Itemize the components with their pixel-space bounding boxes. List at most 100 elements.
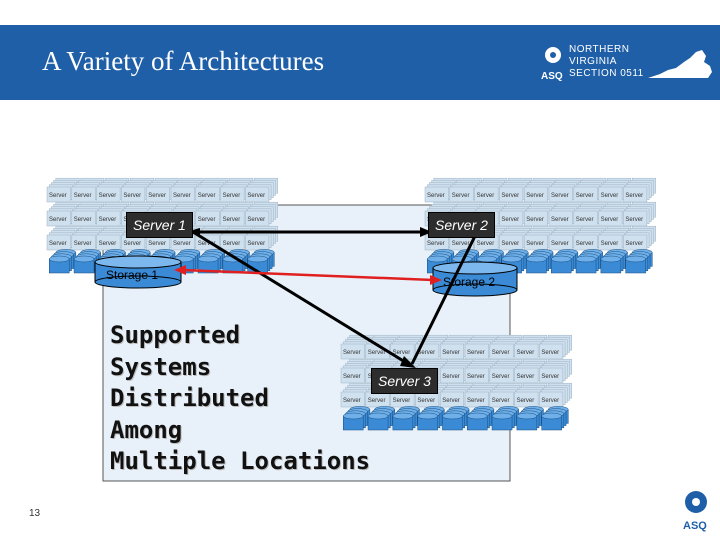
- storage-cylinder-top: [197, 255, 219, 263]
- storage-2-cylinder-base: [432, 283, 518, 297]
- storage-cylinder-top: [501, 255, 522, 263]
- bank-1-server-tile-label: Server: [49, 217, 67, 223]
- main-text-line: Multiple Locations: [110, 447, 371, 475]
- storage-cylinder-top: [541, 412, 562, 420]
- bank-1-server-tile-label: Server: [247, 193, 265, 199]
- bank-2-server-tile-label: Server: [625, 193, 643, 199]
- storage-cylinder-top: [491, 412, 513, 420]
- bank-3-server-tile-label: Server: [343, 374, 361, 380]
- bank-1-server-tile-label: Server: [247, 217, 265, 223]
- bank-1-server-tile-label: Server: [123, 193, 141, 199]
- storage-cylinder-top: [600, 255, 622, 263]
- bank-2-server-tile-label: Server: [551, 193, 569, 199]
- bank-3-server-tile-label: Server: [393, 350, 411, 356]
- bank-1-server-tile-label: Server: [74, 241, 92, 247]
- bank-3-server-tile-label: Server: [442, 350, 460, 356]
- storage-cylinder-top: [516, 412, 538, 420]
- storage-2-label: Storage 2: [443, 275, 496, 289]
- bank-3-server-tile-label: Server: [417, 398, 435, 404]
- bank-3-server-tile-label: Server: [442, 398, 460, 404]
- bank-1-server-tile-label: Server: [198, 217, 216, 223]
- logo-line-1: NORTHERN: [569, 44, 630, 55]
- bank-3-server-tile-label: Server: [343, 350, 361, 356]
- bank-2-server-tile-label: Server: [601, 217, 619, 223]
- link-storage1-storage2: [181, 268, 434, 282]
- bank-3-server-tile-label: Server: [467, 374, 485, 380]
- bank-3-server-tile-label: Server: [417, 350, 435, 356]
- storage-cylinder-top: [467, 412, 488, 420]
- bank-2-server-tile-label: Server: [427, 193, 445, 199]
- bank-1-server-tile-label: Server: [198, 193, 216, 199]
- bank-1-server-tile-label: Server: [223, 193, 241, 199]
- storage-cylinder-top: [49, 255, 70, 263]
- storage-1-label: Storage 1: [106, 268, 159, 282]
- bank-2-server-tile-label: Server: [551, 241, 569, 247]
- arrowhead: [174, 265, 186, 275]
- bank-1-server-tile-label: Server: [223, 241, 241, 247]
- bank-2-server-tile-label: Server: [576, 217, 594, 223]
- bank-2-server-tile-label: Server: [501, 241, 519, 247]
- bank-3-server-tile-label: Server: [368, 398, 386, 404]
- storage-cylinder-top: [417, 412, 438, 420]
- arrowhead: [420, 227, 432, 237]
- bank-3-server-tile-label: Server: [393, 398, 411, 404]
- bank-2-server-tile-label: Server: [526, 217, 544, 223]
- storage-1-cylinder-top: [94, 255, 182, 269]
- storage-cylinder-top: [367, 412, 389, 420]
- bank-2-server-tile-label: Server: [477, 241, 495, 247]
- slide-title: A Variety of Architectures: [42, 46, 325, 76]
- bank-2-server-tile-label: Server: [526, 241, 544, 247]
- bank-2-server-tile-label: Server: [526, 193, 544, 199]
- storage-cylinder-top: [73, 255, 95, 263]
- bank-2-server-tile-label: Server: [427, 241, 445, 247]
- bank-3-server-tile-label: Server: [541, 398, 559, 404]
- bank-1-server-tile-label: Server: [99, 241, 117, 247]
- logo-line-2: VIRGINIA: [569, 56, 617, 67]
- main-text-line: Distributed: [110, 384, 269, 412]
- bank-1-server-tile-label: Server: [173, 241, 191, 247]
- bank-3-server-tile-label: Server: [442, 374, 460, 380]
- bank-2-server-tile-label: Server: [625, 217, 643, 223]
- storage-cylinder-top: [392, 412, 414, 420]
- logo-line-3: SECTION 0511: [569, 68, 644, 79]
- virginia-state-icon: [648, 50, 712, 78]
- server-3-label: Server 3: [371, 368, 438, 394]
- bank-3-server-tile-label: Server: [517, 350, 535, 356]
- bank-3-server-tile-label: Server: [467, 398, 485, 404]
- storage-cylinder-top: [442, 412, 463, 420]
- bank-3-server-tile-label: Server: [517, 398, 535, 404]
- main-statement: Supported Systems Distributed Among Mult…: [110, 320, 370, 478]
- bank-3-server-tile-label: Server: [492, 374, 510, 380]
- storage-cylinder-top: [625, 255, 646, 263]
- corner-logo-text: ASQ: [683, 520, 707, 532]
- bank-2-server-tile-label: Server: [551, 217, 569, 223]
- arrowhead: [430, 275, 442, 285]
- bank-1-server-tile-label: Server: [99, 217, 117, 223]
- bank-1-server-tile-label: Server: [148, 193, 166, 199]
- arrowhead: [186, 228, 200, 236]
- asq-section-logo: ASQ NORTHERN VIRGINIA SECTION 0511: [538, 44, 714, 82]
- bank-2-server-tile-label: Server: [601, 193, 619, 199]
- bank-3-server-tile-label: Server: [467, 350, 485, 356]
- bank-2-server-tile-label: Server: [452, 193, 470, 199]
- bank-2-server-tile-label: Server: [601, 241, 619, 247]
- bank-1-server-tile-label: Server: [49, 193, 67, 199]
- bank-3-server-tile-label: Server: [343, 398, 361, 404]
- asq-corner-logo: ASQ: [683, 491, 707, 532]
- bank-1-server-tile-label: Server: [123, 241, 141, 247]
- bank-2-server-tile-label: Server: [477, 193, 495, 199]
- header-banner: [0, 25, 720, 100]
- main-text-line: Systems: [110, 352, 212, 381]
- bank-1-server-tile-label: Server: [99, 193, 117, 199]
- logo-org: ASQ: [541, 71, 563, 82]
- link-server2-server3: [410, 235, 477, 365]
- main-text-line: Supported: [110, 321, 241, 349]
- page-number: 13: [29, 508, 41, 519]
- bank-2-server-tile-label: Server: [501, 217, 519, 223]
- bank-1-server-tile-label: Server: [247, 241, 265, 247]
- bank-3-server-tile-label: Server: [368, 350, 386, 356]
- bank-2-server-tile-label: Server: [625, 241, 643, 247]
- bank-3-server-tile-label: Server: [541, 350, 559, 356]
- bank-3-server-tile-label: Server: [492, 398, 510, 404]
- storage-cylinder-top: [476, 255, 498, 263]
